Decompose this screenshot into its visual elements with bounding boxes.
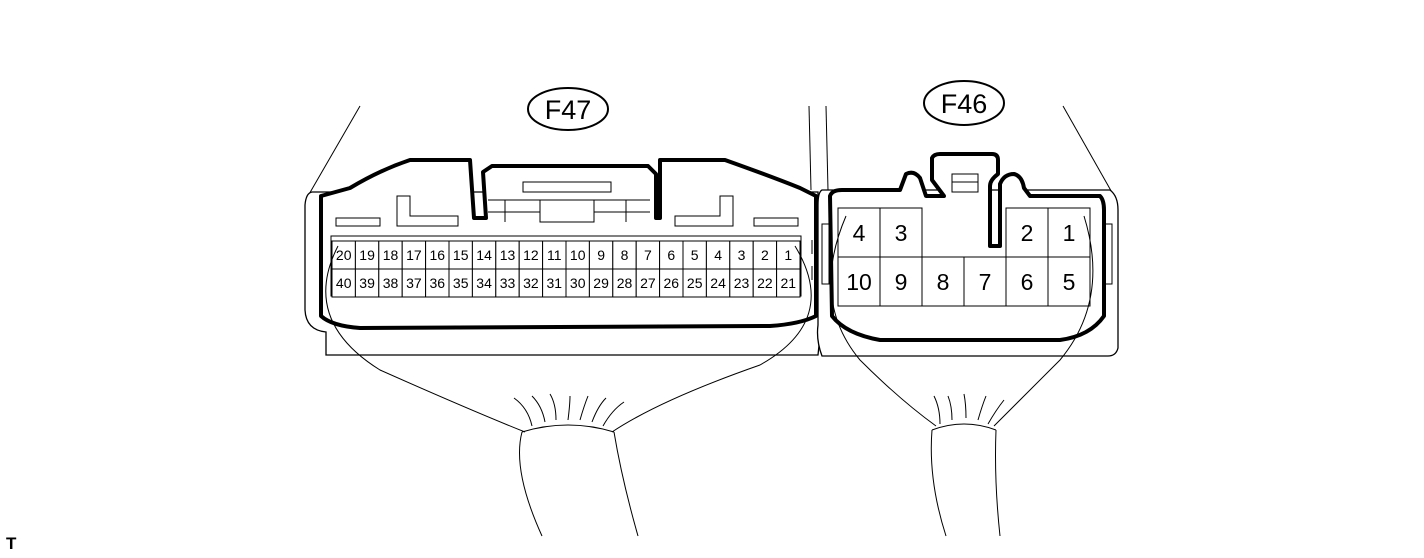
pin-number: 9: [597, 247, 605, 263]
pin-number: 24: [710, 275, 726, 291]
pin-number: 12: [523, 247, 539, 263]
pin-number: 11: [547, 247, 562, 263]
pin-number: 6: [667, 247, 675, 263]
pin-number: 17: [406, 247, 422, 263]
pin-grid-f46: 4 3 2 1 10 9 8 7 6 5: [837, 207, 1091, 307]
pin-number: 3: [895, 220, 908, 246]
pin-number: 7: [979, 269, 992, 295]
pin-number: 39: [359, 275, 375, 291]
pin-number: 9: [895, 269, 908, 295]
pin-number: 26: [664, 275, 680, 291]
pin-cell: [963, 256, 1007, 307]
pin-number: 16: [430, 247, 446, 263]
connector-code-f46: F46: [941, 89, 988, 119]
footer-mark: T: [6, 534, 17, 553]
pin-cell: [776, 268, 801, 298]
pin-number: 32: [523, 275, 539, 291]
pin-number: 22: [757, 275, 773, 291]
connector-label-f47: F47: [527, 87, 609, 131]
connector-label-f46: F46: [923, 80, 1005, 126]
connector-code-f47: F47: [545, 95, 592, 125]
pin-number: 6: [1021, 269, 1034, 295]
pin-number: 4: [853, 220, 866, 246]
pin-number: 3: [738, 247, 746, 263]
pin-number: 30: [570, 275, 586, 291]
pin-number: 35: [453, 275, 469, 291]
pin-number: 34: [476, 275, 492, 291]
pin-number: 10: [846, 269, 872, 295]
pin-number: 2: [1021, 220, 1034, 246]
pin-number: 19: [359, 247, 375, 263]
pin-number: 27: [640, 275, 656, 291]
pin-number: 18: [383, 247, 399, 263]
pin-cell: [1047, 207, 1091, 258]
pin-cell: [837, 256, 881, 307]
pin-number: 2: [761, 247, 769, 263]
pin-number: 15: [453, 247, 469, 263]
pin-number: 23: [734, 275, 750, 291]
pin-number: 37: [406, 275, 422, 291]
pin-number: 14: [476, 247, 492, 263]
connector-f46: 4 3 2 1 10 9 8 7 6 5: [808, 105, 1119, 537]
pin-cell: [1047, 256, 1091, 307]
pin-cell: [921, 256, 965, 307]
pin-number: 5: [691, 247, 699, 263]
pin-number: 13: [500, 247, 516, 263]
pin-number: 1: [1063, 220, 1076, 246]
pin-number: 4: [714, 247, 722, 263]
pin-number: 25: [687, 275, 703, 291]
pin-number: 1: [784, 247, 792, 263]
pin-number: 10: [570, 247, 586, 263]
pin-number: 21: [781, 275, 797, 291]
pin-number: 8: [621, 247, 629, 263]
pin-cell: [879, 256, 923, 307]
pin-number: 8: [937, 269, 950, 295]
pin-number: 38: [383, 275, 399, 291]
pin-number: 40: [336, 275, 352, 291]
pin-number: 20: [336, 247, 352, 263]
pin-cell: [879, 207, 923, 258]
pin-number: 31: [547, 275, 563, 291]
pin-number: 33: [500, 275, 516, 291]
pin-number: 5: [1063, 269, 1076, 295]
pin-number: 36: [430, 275, 446, 291]
pin-number: 28: [617, 275, 633, 291]
pin-number: 7: [644, 247, 652, 263]
pin-cell: [1005, 256, 1049, 307]
pin-number: 29: [593, 275, 609, 291]
